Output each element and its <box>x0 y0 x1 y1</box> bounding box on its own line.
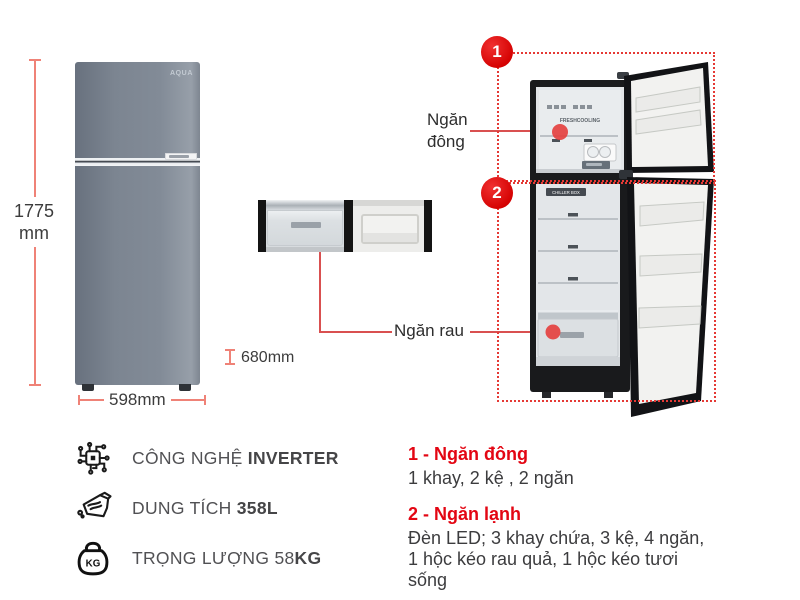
drawer-floor <box>266 247 344 252</box>
open-fridge-foot <box>604 392 613 398</box>
freezer-label: Ngăn đông <box>427 109 468 153</box>
detail-line: 1 khay, 2 kệ , 2 ngăn <box>408 468 574 488</box>
capacity-jug-icon <box>70 488 116 528</box>
cabinet-edge <box>344 200 353 252</box>
closed-fridge-illustration: AQUA <box>75 62 200 391</box>
freezer-callout-dot <box>552 124 568 140</box>
middle-hinge <box>619 170 633 179</box>
veg-drawer-callout-dot <box>545 324 561 340</box>
freezer-connector <box>470 130 555 132</box>
door-interior-closeup <box>353 200 424 252</box>
fresh-cooling-label: FRESHCOOLING <box>560 118 600 124</box>
height-dimension-label: 1775 mm <box>3 197 65 247</box>
height-dimension-cap <box>29 384 41 386</box>
shelf-tab <box>552 139 560 142</box>
fridge-shelves <box>538 213 618 284</box>
height-dimension-cap <box>29 59 41 61</box>
height-unit: mm <box>19 223 49 243</box>
freezer-floor <box>536 169 624 173</box>
width-dimension-label: 598mm <box>104 390 171 410</box>
door-bin-lip <box>363 233 417 242</box>
door-shade <box>353 200 424 206</box>
veg-drawer-connector-left <box>319 331 392 333</box>
veg-drawer-label: Ngăn rau <box>394 321 464 340</box>
drawer-rail <box>266 200 344 210</box>
spec-row-capacity: DUNG TÍCH 358L <box>70 488 278 528</box>
detail-title-fridge: 2 - Ngăn lạnh <box>408 504 522 524</box>
weight-kg-icon: KG <box>70 536 116 580</box>
height-value: 1775 <box>13 201 55 221</box>
veg-drawer-inset <box>258 200 432 252</box>
freezer-label-line2: đông <box>427 132 465 151</box>
veg-drawer-closeup <box>266 200 344 252</box>
open-fridge-illustration: FRESHCOOLING CHILLER BOX <box>530 62 714 417</box>
veg-drawer-connector-right <box>470 331 548 333</box>
fridge-foot <box>82 384 94 391</box>
width-dimension-cap <box>204 395 206 405</box>
width-dimension-cap <box>78 395 80 405</box>
marker-1-badge: 1 <box>481 36 513 68</box>
freezer-door-open <box>617 62 714 173</box>
depth-dimension-glyph <box>225 349 235 365</box>
detail-group-freezer: 1 - Ngăn đông 1 khay, 2 kệ , 2 ngăn <box>408 444 748 489</box>
drawer-label <box>291 222 321 228</box>
ice-tray-label <box>586 163 602 166</box>
veg-drawer-connector-vertical <box>319 252 321 333</box>
marker-2-badge: 2 <box>481 177 513 209</box>
cabinet-edge <box>258 200 266 252</box>
detail-group-fridge: 2 - Ngăn lạnh Đèn LED; 3 khay chứa, 3 kệ… <box>408 504 748 591</box>
weight-icon-label: KG <box>86 559 101 570</box>
spec-text-weight: TRỌNG LƯỢNG 58KG <box>132 547 322 568</box>
depth-dimension-label: 680mm <box>241 349 295 366</box>
spec-text-capacity: DUNG TÍCH 358L <box>132 497 278 518</box>
inverter-chip-icon <box>70 440 116 476</box>
door-bin <box>361 214 419 244</box>
compartment-details: 1 - Ngăn đông 1 khay, 2 kệ , 2 ngăn 2 - … <box>408 444 748 591</box>
cabinet-edge <box>424 200 432 252</box>
freezer-label-line1: Ngăn <box>427 110 468 129</box>
spec-text-inverter: CÔNG NGHỆ INVERTER <box>132 447 339 468</box>
door-badge <box>165 153 197 160</box>
chiller-box-label: CHILLER BOX <box>552 190 580 195</box>
open-fridge-foot <box>542 392 551 398</box>
chiller-box <box>546 188 586 196</box>
spec-row-inverter: CÔNG NGHỆ INVERTER <box>70 440 339 476</box>
ice-maker-knob <box>587 146 599 158</box>
detail-line: sống <box>408 570 448 590</box>
spec-row-weight: KG TRỌNG LƯỢNG 58KG <box>70 536 321 580</box>
freezer-zone-outline <box>497 52 715 184</box>
door-badge-mark <box>169 155 189 158</box>
detail-line: Đèn LED; 3 khay chứa, 3 kệ, 4 ngăn, <box>408 528 705 548</box>
fridge-floor <box>536 357 620 366</box>
detail-line: 1 hộc kéo rau quả, 1 hộc kéo tươi <box>408 549 679 569</box>
freezer-shelf <box>540 135 618 137</box>
drawer-front <box>267 210 343 246</box>
brand-logo: AQUA <box>169 70 193 77</box>
detail-title-freezer: 1 - Ngăn đông <box>408 444 528 464</box>
fridge-zone-outline <box>497 180 716 402</box>
shelf-tab <box>584 139 592 142</box>
fridge-foot <box>179 384 191 391</box>
fridge-door-open <box>619 170 714 417</box>
ice-maker-knob <box>599 146 611 158</box>
door-divider <box>75 158 200 166</box>
freezer-vents <box>547 105 592 109</box>
